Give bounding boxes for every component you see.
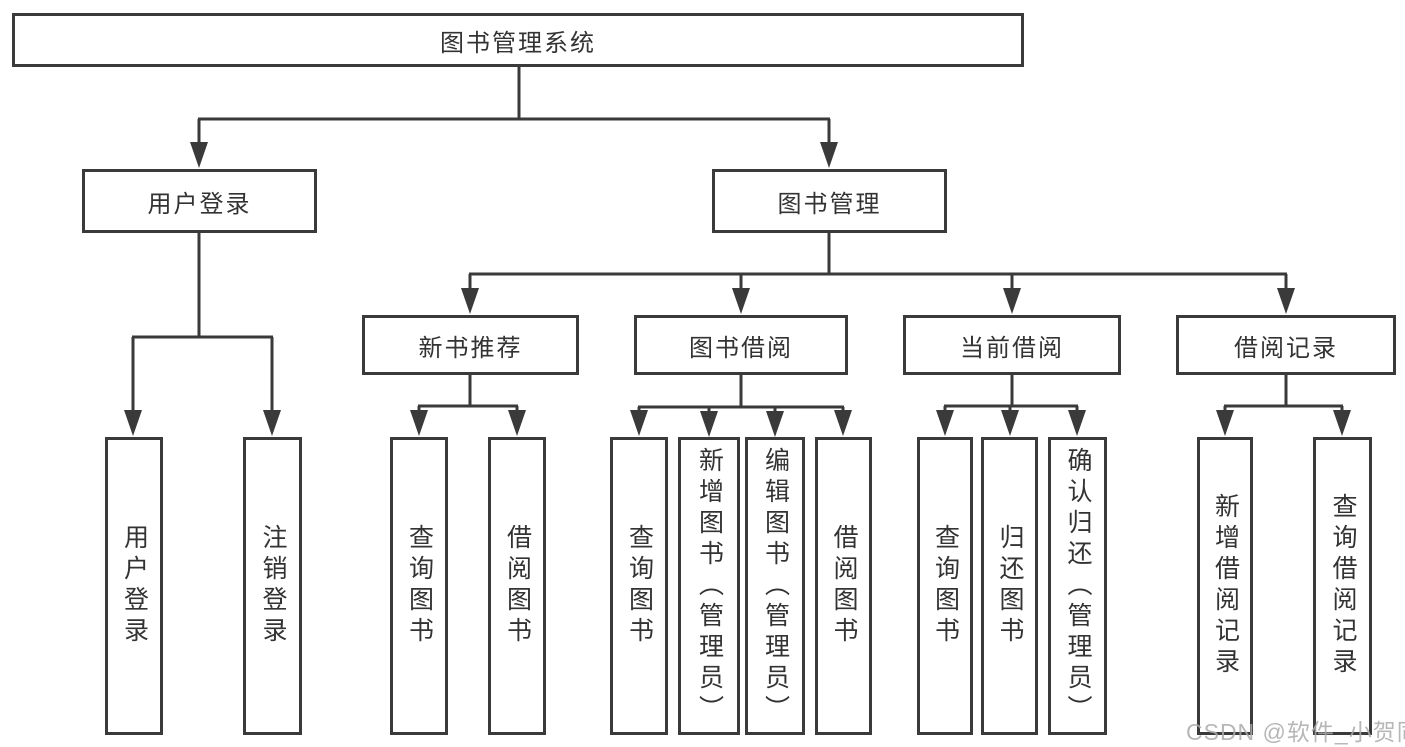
leaf-logout-label: 注销登录 — [259, 524, 287, 648]
node-root-label: 图书管理系统 — [440, 29, 596, 57]
node-book-borrowing-label: 图书借阅 — [689, 334, 793, 362]
leaf-query-books-borrowing: 查询图书 — [610, 437, 668, 735]
arrowhead-user-login — [190, 142, 208, 168]
leaf-query-books-recommend: 查询图书 — [390, 437, 448, 735]
leaf-confirm-return-admin-label: 确认归还（管理员） — [1064, 447, 1092, 726]
leaf-edit-books-admin-label: 编辑图书（管理员） — [761, 447, 790, 726]
leaf-query-borrow-record: 查询借阅记录 — [1313, 437, 1372, 735]
arrowhead-borrow-books-recommend — [508, 410, 526, 436]
node-current-borrowing: 当前借阅 — [903, 315, 1121, 375]
leaf-logout: 注销登录 — [243, 437, 302, 735]
connector-book-borrowing-children — [637, 375, 845, 412]
leaf-user-login-label: 用户登录 — [120, 524, 149, 648]
arrowhead-current-borrowing — [1003, 288, 1021, 314]
node-current-borrowing-label: 当前借阅 — [960, 334, 1064, 362]
leaf-query-books-current-label: 查询图书 — [931, 524, 960, 648]
leaf-add-borrow-record: 新增借阅记录 — [1197, 437, 1253, 735]
node-root: 图书管理系统 — [12, 13, 1024, 67]
arrowhead-edit-books-admin — [766, 411, 784, 437]
csdn-watermark: CSDN @软件_小贺同学 — [1186, 719, 1405, 745]
arrowhead-borrowing-records — [1277, 288, 1295, 314]
arrowhead-query-books-borrowing — [630, 410, 648, 436]
leaf-confirm-return-admin: 确认归还（管理员） — [1048, 437, 1107, 735]
leaf-borrow-books-borrowing: 借阅图书 — [815, 437, 872, 735]
node-user-login-label: 用户登录 — [147, 190, 252, 218]
leaf-query-books-recommend-label: 查询图书 — [405, 524, 434, 648]
node-book-management-label: 图书管理 — [777, 190, 882, 218]
leaf-edit-books-admin: 编辑图书（管理员） — [745, 437, 805, 735]
arrowhead-add-books-admin — [700, 411, 718, 437]
node-borrowing-records-label: 借阅记录 — [1234, 334, 1338, 362]
arrowhead-query-books-recommend — [410, 410, 428, 436]
arrowhead-book-management — [820, 142, 838, 168]
arrowhead-leaf-user-login — [124, 410, 142, 436]
arrowhead-leaf-logout — [263, 410, 281, 436]
leaf-query-borrow-record-label: 查询借阅记录 — [1329, 493, 1357, 679]
connector-user-login-children — [131, 233, 274, 412]
arrowhead-return-books — [1001, 410, 1019, 436]
leaf-query-books-borrowing-label: 查询图书 — [625, 524, 654, 648]
arrowhead-confirm-return-admin — [1068, 410, 1086, 436]
node-user-login: 用户登录 — [82, 169, 317, 233]
connector-book-management-children — [468, 233, 1288, 290]
leaf-borrow-books-recommend: 借阅图书 — [488, 437, 546, 735]
node-new-book-recommend-label: 新书推荐 — [418, 334, 523, 362]
node-new-book-recommend: 新书推荐 — [362, 315, 579, 375]
leaf-user-login: 用户登录 — [105, 437, 163, 735]
arrowhead-query-borrow-record — [1333, 410, 1351, 436]
connector-root-to-level2 — [197, 67, 831, 144]
node-book-borrowing: 图书借阅 — [634, 315, 848, 375]
arrowhead-borrow-books-borrowing — [834, 410, 852, 436]
arrowhead-query-books-current — [936, 410, 954, 436]
leaf-add-borrow-record-label: 新增借阅记录 — [1211, 493, 1240, 679]
arrowhead-add-borrow-record — [1216, 410, 1234, 436]
connector-new-book-recommend-children — [417, 375, 519, 412]
leaf-add-books-admin-label: 新增图书（管理员） — [695, 447, 724, 726]
leaf-add-books-admin: 新增图书（管理员） — [678, 437, 740, 735]
connector-current-borrowing-children — [943, 375, 1079, 412]
leaf-return-books: 归还图书 — [981, 437, 1038, 735]
leaf-borrow-books-borrowing-label: 借阅图书 — [830, 524, 858, 648]
leaf-borrow-books-recommend-label: 借阅图书 — [503, 524, 532, 648]
node-borrowing-records: 借阅记录 — [1176, 315, 1396, 375]
node-book-management: 图书管理 — [712, 169, 947, 233]
arrowhead-new-book-recommend — [461, 288, 479, 314]
arrowhead-book-borrowing — [732, 288, 750, 314]
leaf-query-books-current: 查询图书 — [917, 437, 973, 735]
leaf-return-books-label: 归还图书 — [996, 524, 1024, 648]
connector-borrowing-records-children — [1223, 375, 1344, 412]
